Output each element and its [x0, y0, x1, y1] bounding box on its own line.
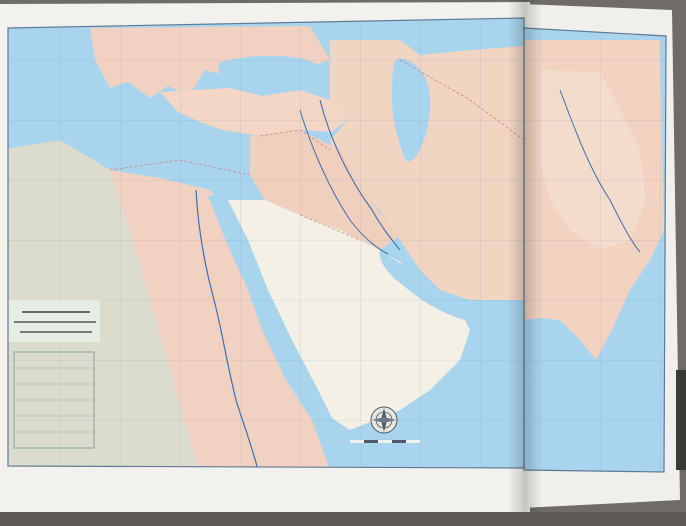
- right-graticule: [524, 28, 666, 472]
- graticule: [8, 18, 524, 468]
- book-bottom-edge: [0, 512, 686, 526]
- right-map: [524, 28, 666, 472]
- scale-bar: [350, 440, 420, 443]
- left-map: [8, 18, 524, 468]
- desk-edge: [676, 370, 686, 470]
- political-borders: [109, 59, 524, 241]
- book-gutter: [508, 0, 542, 526]
- compass-rose-icon: [370, 406, 398, 434]
- legend-box: [8, 300, 100, 449]
